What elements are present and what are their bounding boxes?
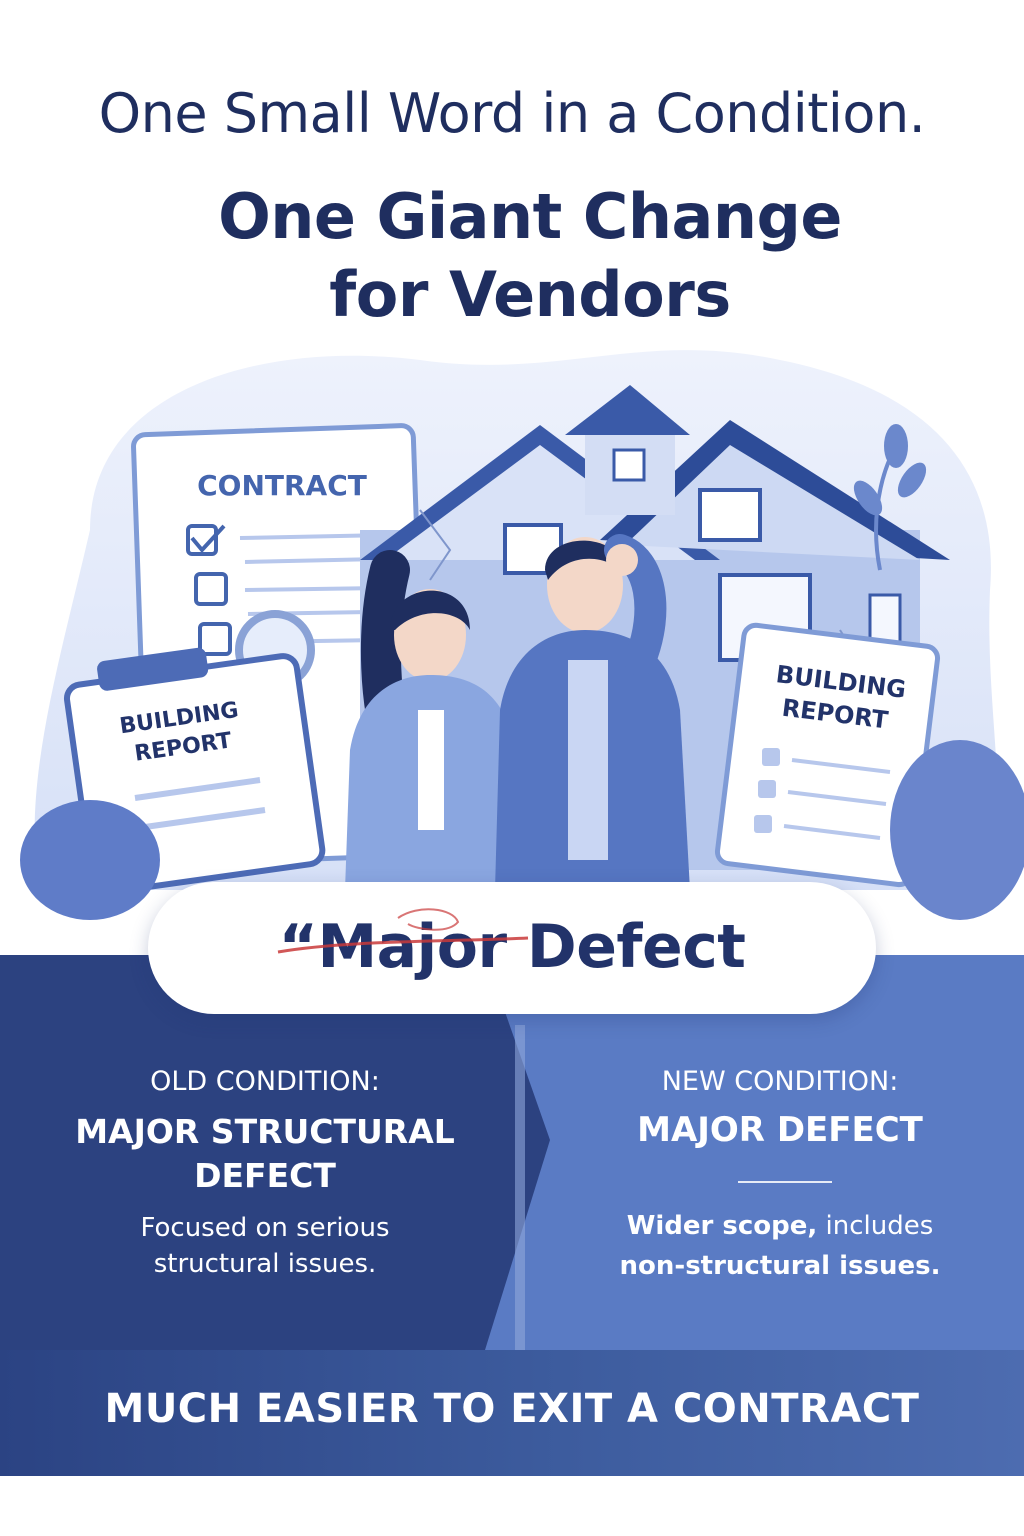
old-condition-term: MAJOR STRUCTURAL DEFECT [40,1110,490,1198]
old-term-line2: DEFECT [194,1156,336,1195]
new-desc-line1: Wider scope, includes [560,1206,1000,1246]
old-condition-label: OLD CONDITION: [150,1066,380,1097]
bottom-banner-text: MUCH EASIER TO EXIT A CONTRACT [104,1386,920,1432]
new-condition-label: NEW CONDITION: [661,1066,899,1097]
building-report-right: BUILDING REPORT [714,622,941,888]
major-defect-pill-text: “Major Defect [278,912,746,982]
headline-line-1: One Small Word in a Condition. [98,82,926,145]
couple-figures [345,534,690,890]
comparison-panels [0,955,1024,1350]
plant-icon [853,424,927,571]
new-condition-description: Wider scope, includes non-structural iss… [560,1206,1000,1286]
new-desc-bold-2: non-structural issues. [619,1251,941,1281]
house-couple-illustration: CONTRACT [20,350,1024,920]
old-desc-line1: Focused on serious [140,1213,390,1243]
new-desc-bold-1: Wider scope, [626,1211,818,1241]
shrub-right [890,740,1024,920]
new-condition-term: MAJOR DEFECT [637,1110,923,1150]
headline-line-2a: One Giant Change [218,180,842,253]
headline-main: One Giant Change for Vendors [0,178,1024,334]
headline-line-2b: for Vendors [329,258,731,331]
contract-label: CONTRACT [197,469,367,502]
bottom-banner [0,1350,1024,1476]
old-condition-panel [0,955,550,1350]
old-desc-line2: structural issues. [153,1249,377,1279]
old-condition-description: Focused on serious structural issues. [40,1210,490,1282]
new-condition-divider [738,1181,832,1183]
old-term-line1: MAJOR STRUCTURAL [75,1112,455,1151]
new-desc-line2: non-structural issues. [560,1246,1000,1286]
new-desc-regular-1: includes [817,1211,934,1241]
shrub-left [20,800,160,920]
